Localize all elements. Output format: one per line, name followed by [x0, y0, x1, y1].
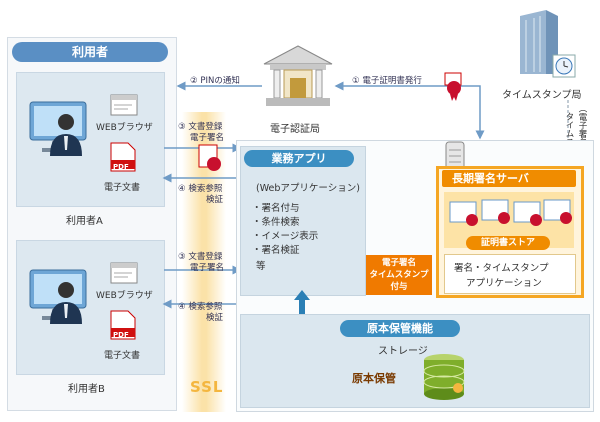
browser-icon: [110, 262, 138, 284]
pdf-icon: [110, 142, 136, 172]
user-avatar-icon: [50, 114, 82, 156]
pdf-icon: [110, 310, 136, 340]
flow-b-register-2: 電子署名: [190, 263, 225, 273]
sign-timestamp-line: 付与: [390, 282, 408, 292]
business-app-item: ・署名付与: [252, 203, 300, 214]
bank-building-icon: [263, 45, 333, 106]
business-app-item: ・イメージ表示: [252, 231, 319, 242]
business-app-item: 等: [256, 261, 266, 272]
flow-a-register-2: 電子署名: [190, 133, 225, 143]
sign-app-box: [444, 254, 576, 294]
user-avatar-icon: [50, 282, 82, 324]
flow-b-search-2: 検証: [206, 313, 224, 323]
sign-app-label-2: アプリケーション: [466, 278, 542, 289]
sign-timestamp-line: 電子署名: [381, 258, 416, 268]
flow-b-search-1: ④ 検索参照: [178, 302, 223, 312]
flow-a-search-1: ④ 検索参照: [178, 184, 223, 194]
original-storage-label: 原本保管: [352, 372, 396, 385]
pdf-label: PDF: [113, 163, 129, 171]
flow-a-search-2: 検証: [206, 195, 224, 205]
flow-cert-issue: ① 電子証明書発行: [352, 76, 422, 86]
certificate-stack-icon: [449, 199, 572, 226]
business-app-item: ・署名検証: [252, 245, 300, 256]
signed-document-icon: [198, 144, 221, 171]
storage-title: 原本保管機能: [340, 320, 460, 337]
certificate-seal-icon: [444, 72, 462, 101]
long-term-server-title: 長期署名サーバ: [442, 170, 576, 187]
user-a-doc-label: 電子文書: [104, 183, 141, 193]
business-app-item: ・条件検索: [252, 217, 300, 228]
user-b-name: 利用者B: [68, 384, 105, 395]
cert-store-label: 証明書ストア: [466, 236, 550, 250]
sign-app-label-1: 署名・タイムスタンプ: [454, 263, 549, 274]
user-a-browser-label: WEBブラウザ: [96, 123, 153, 133]
pdf-label: PDF: [113, 331, 129, 339]
tsa-name: タイムスタンプ局: [502, 90, 582, 101]
clock-icon: [552, 54, 576, 78]
users-title: 利用者: [12, 42, 168, 62]
business-app-title: 業務アプリ: [244, 150, 354, 167]
user-b-browser-label: WEBブラウザ: [96, 291, 153, 301]
database-cylinders-icon: [423, 354, 465, 400]
storage-subtitle: ストレージ: [378, 346, 428, 357]
ca-name: 電子認証局: [270, 124, 320, 135]
flow-pin-notice: ② PINの通知: [190, 76, 240, 86]
ssl-label: SSL: [190, 378, 224, 396]
flow-a-register-1: ③ 文書登録: [178, 122, 223, 132]
user-b-doc-label: 電子文書: [104, 351, 141, 361]
sign-timestamp-line: タイムスタンプ: [369, 270, 429, 280]
browser-icon: [110, 94, 138, 116]
computer-icon: [29, 269, 87, 320]
user-a-name: 利用者A: [66, 216, 103, 227]
business-app-box: [240, 146, 366, 296]
flow-b-register-1: ③ 文書登録: [178, 252, 223, 262]
sign-timestamp-label: 電子署名 タイムスタンプ 付与: [366, 255, 432, 295]
business-app-subtitle: (Webアプリケーション): [256, 183, 360, 194]
